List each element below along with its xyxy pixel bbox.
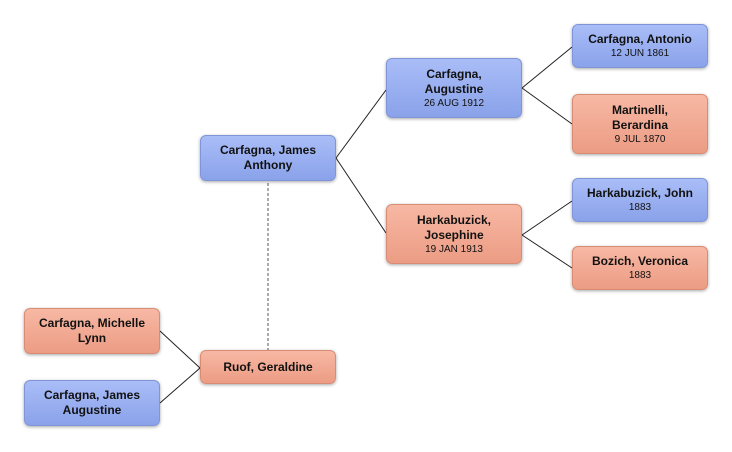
link-augustine-berardina [521,87,573,125]
person-harkabuzick-john[interactable]: Harkabuzick, John 1883 [572,178,708,222]
link-josephine-veronica [521,234,573,269]
person-harkabuzick-josephine[interactable]: Harkabuzick, Josephine 19 JAN 1913 [386,204,522,264]
link-josephine-john [521,200,573,236]
person-name: Ruof, Geraldine [223,359,313,374]
person-name: Carfagna, James Augustine [43,388,141,417]
link-michelle-geraldine [159,330,201,369]
person-name: Bozich, Veronica [591,254,689,268]
person-name: Carfagna, Michelle Lynn [38,316,146,345]
person-name: Harkabuzick, John [586,186,694,200]
person-carfagna-michelle-lynn[interactable]: Carfagna, Michelle Lynn [24,308,160,354]
link-james-augustine [335,89,387,159]
link-augustine-antonio [521,46,573,89]
person-carfagna-james-anthony[interactable]: Carfagna, James Anthony [200,135,336,181]
person-name: Carfagna, Augustine [424,66,484,96]
person-date: 26 AUG 1912 [423,97,485,109]
person-martinelli-berardina[interactable]: Martinelli, Berardina 9 JUL 1870 [572,94,708,154]
person-date: 19 JAN 1913 [425,243,483,255]
person-bozich-veronica[interactable]: Bozich, Veronica 1883 [572,246,708,290]
person-name: Carfagna, James Anthony [219,143,317,172]
person-name: Martinelli, Berardina [611,102,669,132]
person-name: Harkabuzick, Josephine [416,212,492,242]
person-ruof-geraldine[interactable]: Ruof, Geraldine [200,350,336,384]
person-carfagna-antonio[interactable]: Carfagna, Antonio 12 JUN 1861 [572,24,708,68]
link-james-josephine [335,157,387,234]
person-name: Carfagna, Antonio [588,32,692,46]
person-date: 1883 [628,202,652,213]
link-jamesaugustine-geraldine [159,367,201,404]
person-carfagna-james-augustine[interactable]: Carfagna, James Augustine [24,380,160,426]
person-date: 9 JUL 1870 [614,133,666,145]
person-date: 12 JUN 1861 [610,48,670,59]
person-carfagna-augustine[interactable]: Carfagna, Augustine 26 AUG 1912 [386,58,522,118]
person-date: 1883 [628,270,652,281]
